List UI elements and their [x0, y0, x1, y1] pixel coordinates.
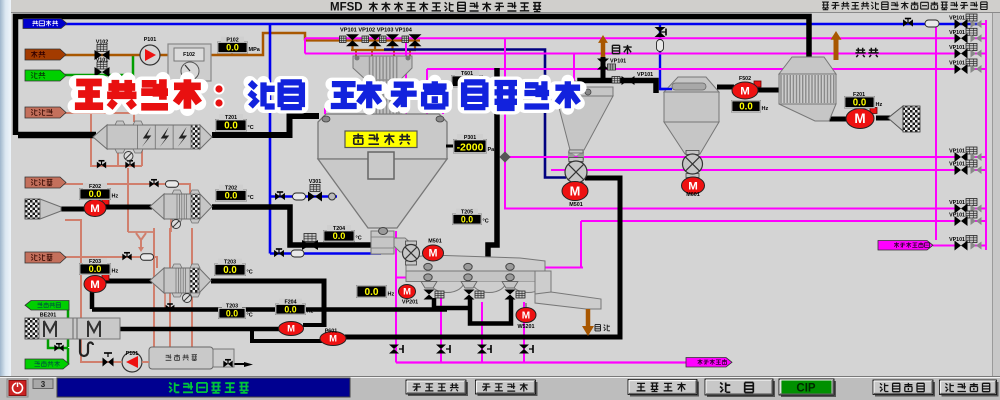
- svg-text:T202: T202: [225, 185, 237, 191]
- svg-text:F201: F201: [853, 92, 865, 98]
- svg-text:M: M: [429, 248, 438, 260]
- svg-text:CIP: CIP: [796, 383, 816, 395]
- svg-text:0.0: 0.0: [284, 304, 296, 314]
- svg-text:M: M: [403, 287, 411, 298]
- svg-text:P101: P101: [126, 351, 139, 357]
- svg-text:T201: T201: [225, 115, 237, 121]
- svg-text:Hz: Hz: [762, 106, 769, 112]
- svg-text:T205: T205: [461, 209, 473, 215]
- svg-text:T203: T203: [226, 303, 238, 309]
- svg-text:VP101: VP101: [949, 30, 965, 36]
- svg-text:BE201: BE201: [40, 313, 56, 319]
- svg-text:M501: M501: [428, 239, 442, 245]
- svg-text:VP201: VP201: [402, 300, 418, 306]
- svg-text:0.0: 0.0: [333, 231, 346, 241]
- svg-text:VP101 VP102 VP103 VP104: VP101 VP102 VP103 VP104: [340, 28, 413, 34]
- svg-text:°C: °C: [483, 219, 489, 225]
- svg-text:T601: T601: [461, 71, 473, 77]
- svg-text:VP101: VP101: [949, 149, 965, 155]
- svg-text:F502: F502: [739, 76, 751, 82]
- svg-text:M: M: [740, 85, 750, 97]
- svg-text:Pa: Pa: [488, 147, 496, 153]
- svg-text:0.0: 0.0: [226, 308, 238, 318]
- svg-text:°C: °C: [356, 236, 362, 242]
- svg-text:VP101: VP101: [949, 213, 965, 219]
- svg-text:0.0: 0.0: [89, 189, 102, 199]
- svg-text:P601: P601: [325, 329, 338, 335]
- svg-text:Hz: Hz: [876, 102, 883, 108]
- svg-text:VP101: VP101: [949, 16, 965, 22]
- svg-text:°C: °C: [247, 313, 253, 319]
- svg-text:T204: T204: [333, 226, 345, 232]
- svg-text:VP101: VP101: [949, 61, 965, 67]
- svg-text:V301: V301: [309, 179, 322, 185]
- svg-text:VP101: VP101: [949, 200, 965, 206]
- svg-text:VP101: VP101: [949, 45, 965, 51]
- svg-text:MFSD: MFSD: [330, 2, 363, 14]
- svg-text:M: M: [90, 203, 100, 215]
- svg-text:0.0: 0.0: [224, 121, 237, 132]
- svg-text:0.0: 0.0: [461, 214, 473, 224]
- svg-text:0.0: 0.0: [853, 98, 866, 109]
- svg-text:0.0: 0.0: [226, 43, 239, 53]
- svg-text:Hz: Hz: [388, 292, 395, 298]
- svg-text:T203: T203: [224, 259, 236, 265]
- svg-text:Hz: Hz: [307, 309, 314, 315]
- svg-text:F102: F102: [183, 52, 195, 58]
- svg-text:P301: P301: [464, 135, 476, 141]
- svg-text:°C: °C: [248, 125, 254, 131]
- svg-text:Hz: Hz: [112, 269, 119, 275]
- svg-text:0.0: 0.0: [739, 102, 752, 113]
- svg-text:V101: V101: [96, 58, 109, 64]
- svg-text:°C: °C: [248, 195, 254, 201]
- svg-text:VP101: VP101: [610, 59, 626, 65]
- svg-text:V102: V102: [96, 40, 109, 46]
- svg-text:VP101: VP101: [637, 72, 653, 78]
- svg-text:0.0: 0.0: [89, 264, 102, 274]
- svg-text:VP101: VP101: [949, 237, 965, 243]
- svg-text:M601: M601: [686, 192, 700, 198]
- svg-text:VP101: VP101: [949, 162, 965, 168]
- svg-text:MPa: MPa: [249, 47, 261, 53]
- svg-text:M501: M501: [569, 202, 583, 208]
- svg-text:0.0: 0.0: [225, 191, 238, 201]
- svg-text:M: M: [570, 183, 581, 198]
- svg-text:3: 3: [41, 380, 46, 389]
- svg-text:0.0: 0.0: [223, 265, 236, 276]
- svg-text:°C: °C: [247, 270, 253, 276]
- svg-text:M: M: [688, 180, 698, 192]
- svg-text:P102: P102: [226, 37, 238, 43]
- svg-text:-2000: -2000: [457, 141, 484, 153]
- svg-text:M: M: [329, 334, 337, 345]
- svg-text:0.0: 0.0: [364, 287, 378, 298]
- svg-text:F204: F204: [284, 299, 296, 305]
- svg-text:F202: F202: [89, 184, 101, 190]
- svg-text:F203: F203: [89, 259, 101, 265]
- svg-text:P101: P101: [144, 37, 157, 43]
- svg-text:M: M: [287, 324, 295, 335]
- svg-text:M: M: [90, 279, 100, 291]
- svg-text:Hz: Hz: [112, 194, 119, 200]
- svg-text:M: M: [854, 111, 865, 126]
- svg-text:W5201: W5201: [517, 324, 534, 330]
- svg-text:M: M: [522, 310, 530, 321]
